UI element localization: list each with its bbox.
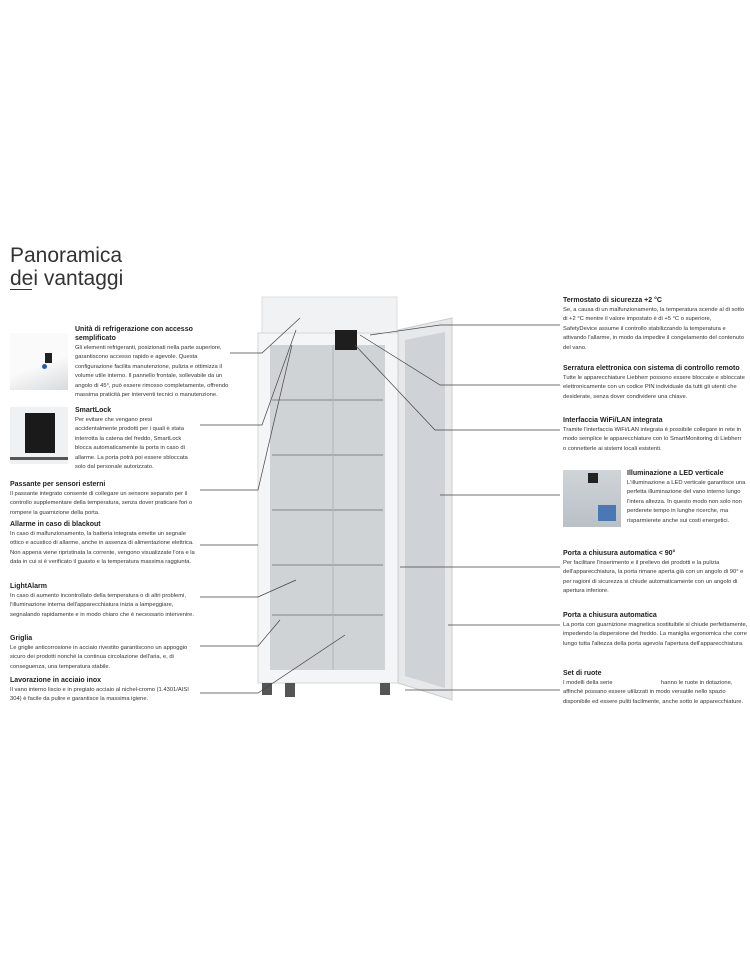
feature-text: In caso di malfunzionamento, la batteria… xyxy=(10,531,195,566)
feature-grids: Griglia Le griglie anticorrosione in acci… xyxy=(10,634,195,672)
feature-text: In caso di aumento incontrollato della t… xyxy=(10,593,195,618)
feature-title: Porta a chiusura automatica < 90° xyxy=(563,550,676,557)
feature-stainless-steel: Lavorazione in acciaio inox Il vano inter… xyxy=(10,676,200,705)
title-line-1: Panoramica xyxy=(10,244,123,267)
feature-title: Termostato di sicurezza +2 °C xyxy=(563,297,662,304)
feature-title: SmartLock xyxy=(75,407,112,414)
feature-text: Tramite l'interfaccia WiFi/LAN integrata… xyxy=(563,427,742,452)
wheels xyxy=(262,683,390,697)
feature-title: LightAlarm xyxy=(10,583,47,590)
feature-electronic-lock: Serratura elettronica con sistema di con… xyxy=(563,364,745,402)
feature-title: Set di ruote xyxy=(563,670,602,677)
fridge-interior xyxy=(270,345,385,670)
feature-safety-thermostat: Termostato di sicurezza +2 °C Se, a causa… xyxy=(563,296,745,353)
feature-sensor-passthrough: Passante per sensori esterni Il passante … xyxy=(10,480,195,518)
feature-title: Interfaccia WiFi/LAN integrata xyxy=(563,417,663,424)
feature-title: Passante per sensori esterni xyxy=(10,481,106,488)
feature-title: Lavorazione in acciaio inox xyxy=(10,677,102,684)
title-rule xyxy=(10,289,32,290)
shelves xyxy=(272,399,383,616)
feature-text: Se, a causa di un malfunzionamento, la t… xyxy=(563,307,745,351)
title-line-2: dei vantaggi xyxy=(10,267,124,290)
cooling-unit-image xyxy=(10,333,68,390)
feature-blackout-alarm: Allarme in caso di blackout In caso di ma… xyxy=(10,520,200,568)
led-lighting-image xyxy=(563,470,621,527)
cooling-unit xyxy=(261,296,398,334)
feature-text: Per evitare che vengano presi accidental… xyxy=(75,417,188,471)
feature-wheels: Set di ruote I modelli della serie hanno … xyxy=(563,669,748,707)
feature-cooling-unit: Unità di refrigerazione con accesso semp… xyxy=(75,325,235,400)
feature-title: Illuminazione a LED verticale xyxy=(627,470,724,477)
feature-title: Unità di refrigerazione con accesso semp… xyxy=(75,326,193,342)
feature-title: Porta a chiusura automatica xyxy=(563,612,657,619)
feature-text: Tutte le apparecchiature Liebherr posson… xyxy=(563,375,745,400)
leader-lines xyxy=(200,317,560,694)
feature-title: Allarme in caso di blackout xyxy=(10,521,101,528)
feature-text: L'illuminazione a LED verticale garantis… xyxy=(627,480,746,524)
smartlock-image xyxy=(10,407,68,464)
feature-text: La porta con guarnizione magnetica sosti… xyxy=(563,622,748,647)
feature-text: Gli elementi refrigeranti, posizionati n… xyxy=(75,345,229,399)
feature-text: Il passante integrato consente di colleg… xyxy=(10,491,193,516)
feature-lightalarm: LightAlarm In caso di aumento incontrolla… xyxy=(10,582,195,620)
feature-title: Serratura elettronica con sistema di con… xyxy=(563,365,740,372)
feature-title: Griglia xyxy=(10,635,33,642)
feature-auto-close-90: Porta a chiusura automatica < 90° Per fac… xyxy=(563,549,748,597)
feature-text: Per facilitare l'inserimento e il prelie… xyxy=(563,560,744,595)
control-panel xyxy=(335,330,357,350)
feature-text: Il vano interno liscio e in pregiato acc… xyxy=(10,687,189,703)
feature-auto-close-door: Porta a chiusura automatica La porta con … xyxy=(563,611,748,649)
feature-text: I modelli della serie hanno le ruote in … xyxy=(563,680,744,705)
feature-text: Le griglie anticorrosione in acciaio riv… xyxy=(10,645,188,670)
